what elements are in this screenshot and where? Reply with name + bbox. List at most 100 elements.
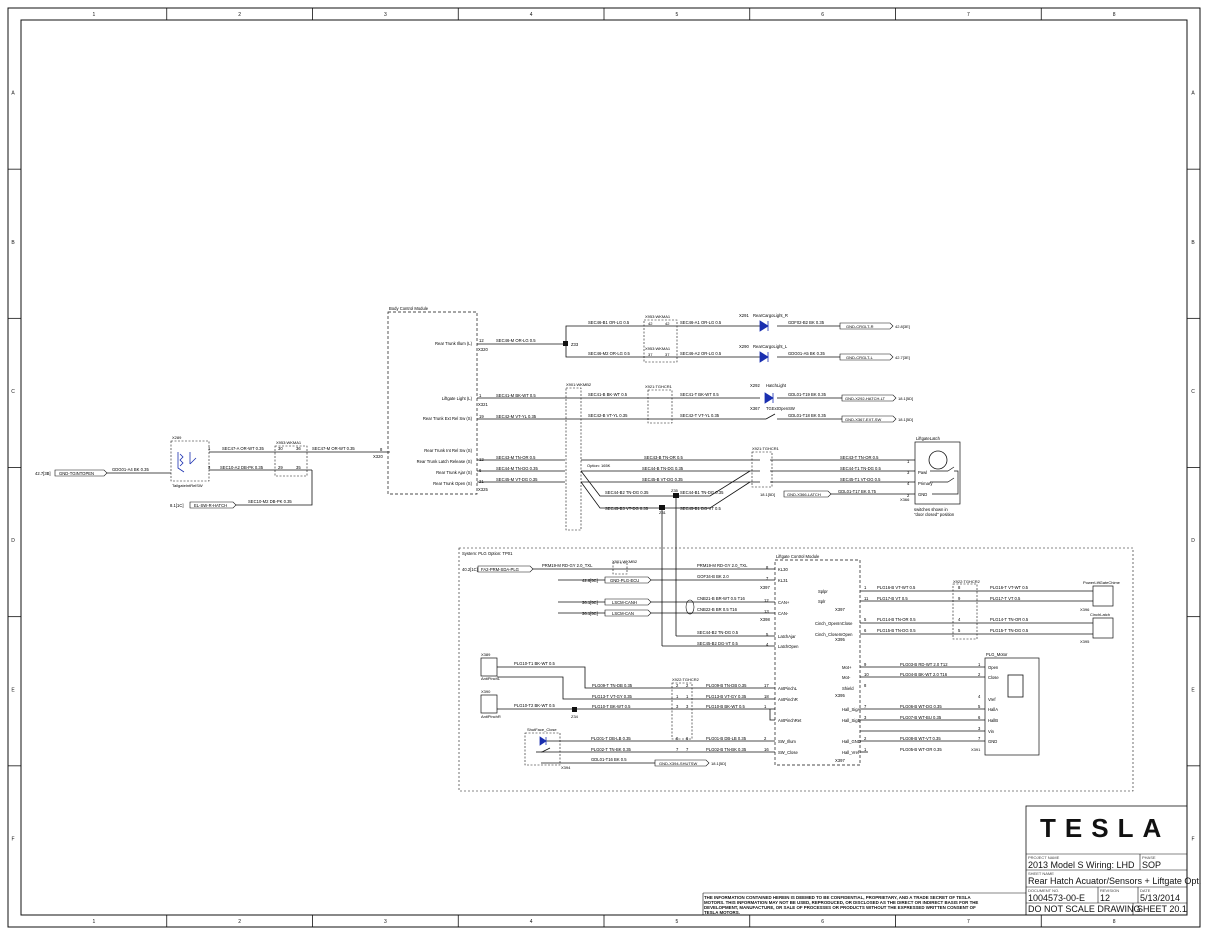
wire-label: SEC46-M OR-LG 0.5 xyxy=(496,338,536,343)
wire-label: PLG05-B WT-OR 0.35 xyxy=(900,747,942,752)
pin-num: 6 xyxy=(686,736,689,741)
pin-num: 12 xyxy=(764,598,769,603)
switch-label: GND xyxy=(918,492,927,497)
conn-label: X391 xyxy=(971,747,981,752)
switch-icon xyxy=(536,747,551,753)
note: "door closed" position xyxy=(914,512,955,517)
light-label: X291 xyxy=(739,313,749,318)
pin-num: 8 xyxy=(958,585,961,590)
bcm-pin-num: 12 xyxy=(479,457,484,462)
grid-col-label: 6 xyxy=(821,12,824,18)
ref: 18.1[5D] xyxy=(760,492,775,497)
phase: SOP xyxy=(1142,860,1162,870)
pin-num: 7 xyxy=(766,576,769,581)
wire-label: SEC45-M VT-DG 0.35 xyxy=(496,477,538,482)
antipinch-right-box xyxy=(480,694,498,714)
switch-label: Pawl xyxy=(918,470,927,475)
wire-label: SEC41-B BK-WT 0.5 xyxy=(588,392,628,397)
component-name: AntiPinchL xyxy=(481,676,501,681)
ref: 18.1[5D] xyxy=(898,396,913,401)
light-label: X367 xyxy=(750,406,760,411)
doc-label: DOCUMENT NO. xyxy=(1028,888,1060,893)
component-name: ShutFace_Close xyxy=(527,727,557,732)
light-label: X290 xyxy=(739,344,749,349)
pin-num: 11 xyxy=(864,596,869,601)
wire-label: PLG14-B TN-OR 0.5 xyxy=(877,617,916,622)
signal: LatchAjar xyxy=(778,634,796,639)
cinch-latch-box xyxy=(1092,617,1114,639)
sheet-name: Rear Hatch Acuator/Sensors + Liftgate Op… xyxy=(1028,876,1202,886)
conn-label: X901:WKMB2 xyxy=(566,382,592,387)
ref: 42.6[5C] xyxy=(582,578,598,583)
tesla-logo: TESLA xyxy=(1040,813,1171,843)
pin-num: 1 xyxy=(676,694,679,699)
wire-label: PLG09-T TN-DB 0.35 xyxy=(592,683,633,688)
light-label: HatchLight xyxy=(766,383,787,388)
plg-motor-box xyxy=(984,657,1040,756)
pin-num: 1 xyxy=(764,704,767,709)
pin-num: 29 xyxy=(278,465,283,470)
grid-row-label: B xyxy=(1191,240,1195,246)
signal: CAN+ xyxy=(778,600,790,605)
motor-pin-label: Open xyxy=(988,665,999,670)
pin-num: 1 xyxy=(864,747,867,752)
ref: 42.7[3E] xyxy=(895,355,910,360)
project-label: PROJECT NAME xyxy=(1028,855,1060,860)
wire-label: SEC45-T1 VT-DG 0.5 xyxy=(840,477,881,482)
grid-col-label: 5 xyxy=(675,919,678,925)
wire-label: PLG10-T1 BK-WT 0.5 xyxy=(514,661,556,666)
ref: 42.7[3B] xyxy=(35,471,51,476)
gnd-tag: GND-TGINTOPEN xyxy=(59,471,94,476)
conn-label: X394 xyxy=(561,765,571,770)
wire-label: SEC44-B2 TN-DG 0.5 xyxy=(697,630,739,635)
conn-label: X398 xyxy=(760,617,770,622)
grid-col-label: 5 xyxy=(675,12,678,18)
wire-label: PLG10-B BK-WT 0.5 xyxy=(706,704,745,709)
signal: Hall_Vref xyxy=(842,750,860,755)
pin-num: 37 xyxy=(648,352,653,357)
wire-label: PLG02-T TN-BK 0.35 xyxy=(591,747,632,752)
pin-num: 8 xyxy=(864,683,867,688)
pin-num: 42 xyxy=(648,321,653,326)
bcm-title: Body Control Module xyxy=(389,306,429,311)
pin-num: 36 xyxy=(296,446,301,451)
signal: Hall_GND xyxy=(842,739,861,744)
signal: Shield xyxy=(842,686,854,691)
bcm-conn: X320 xyxy=(478,347,488,352)
gnd-tag: GND-X367-EXT-SW xyxy=(845,417,881,422)
conn-label: X395 xyxy=(1080,639,1090,644)
grid-col-label: 6 xyxy=(821,919,824,925)
pin-num: 6 xyxy=(864,628,867,633)
switch-label: Primary xyxy=(918,481,933,486)
bcm-pin-num: 6 xyxy=(479,468,482,473)
pin-num: 4 xyxy=(766,642,769,647)
conn-label: X922:TGHCR2 xyxy=(953,579,981,584)
pin-num: 2 xyxy=(676,683,679,688)
conn-label: X921:TGHCR1 xyxy=(752,446,780,451)
component-name: AntiPinchR xyxy=(481,714,501,719)
pin-num: 3 xyxy=(676,704,679,709)
led-icon xyxy=(759,320,769,332)
internal-release-switch: X289 TailgateIntRelSW X953:WKMA1 42.7[3B… xyxy=(35,435,390,509)
sheet-number: SHEET 20.1 xyxy=(1137,904,1187,914)
project-name: 2013 Model S Wiring: LHD xyxy=(1028,860,1135,870)
signal: Splpr xyxy=(818,589,828,594)
splice-label: Z35 xyxy=(671,488,679,493)
grid-row-label: A xyxy=(1191,91,1195,97)
splice-label: Z34 xyxy=(571,714,579,719)
bcm-pin-label: Rear Trunk Illum (L) xyxy=(435,341,473,346)
bcm-conn: X320 xyxy=(373,454,383,459)
wire-label: PLG06-B WT-DG 0.35 xyxy=(900,704,942,709)
pin-num: 17 xyxy=(764,683,769,688)
pin-num: 9 xyxy=(864,662,867,667)
wire-label: CNB22-B BR 0.5 T16 xyxy=(697,607,738,612)
signal: KL31 xyxy=(778,578,788,583)
ref: 18.1[5D] xyxy=(898,417,913,422)
wire-label: PLG15-B TN-DG 0.5 xyxy=(877,628,916,633)
wire-label: SEC41-M BK-WT 0.5 xyxy=(496,393,536,398)
wire-label: PLG15-T TN-DG 0.5 xyxy=(990,628,1029,633)
signal: Mot+ xyxy=(842,665,852,670)
wire-label: SEC45-B2 DG-VT 0.5 xyxy=(697,641,739,646)
pin-num: 3 xyxy=(864,715,867,720)
